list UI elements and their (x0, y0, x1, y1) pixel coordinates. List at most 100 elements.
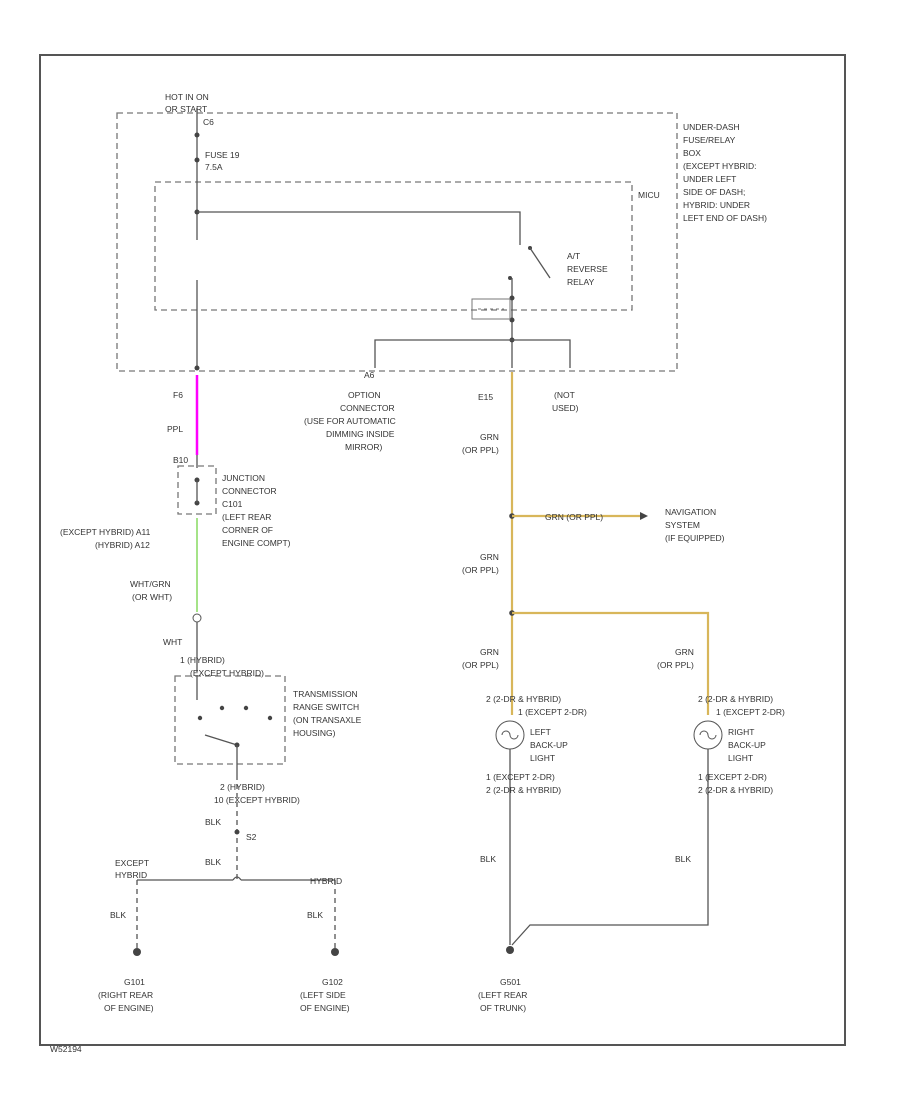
label-jc-5: CORNER OF (222, 525, 273, 535)
label-hybrid: HYBRID (310, 876, 342, 886)
not-used-wire (512, 339, 571, 368)
label-nav-1: NAVIGATION (665, 507, 716, 517)
labels: HOT IN ON OR START C6 FUSE 19 7.5A UNDER… (50, 92, 785, 1054)
transmission-range-switch-outline (174, 675, 286, 765)
option-connector-wire (374, 339, 512, 368)
label-or-ppl: (OR PPL) (657, 660, 694, 670)
label-jc-6: ENGINE COMPT) (222, 538, 291, 548)
label-f6: F6 (173, 390, 183, 400)
label-blk: BLK (675, 854, 691, 864)
label-option-1: OPTION (348, 390, 381, 400)
connector-pin (192, 613, 202, 623)
label-lamp-pin-top-1: 2 (2-DR & HYBRID) (486, 694, 561, 704)
label-lamp-pin-top-2: 1 (EXCEPT 2-DR) (518, 707, 587, 717)
label-pin2-hybrid: 2 (HYBRID) (220, 782, 265, 792)
label-micu: MICU (638, 190, 660, 200)
splice-s2 (234, 829, 240, 835)
label-except-hybrid-2: HYBRID (115, 870, 147, 880)
label-fuse-amp: 7.5A (205, 162, 223, 172)
label-wht: WHT (163, 637, 182, 647)
switch-contact (243, 705, 249, 711)
label-option-4: DIMMING INSIDE (326, 429, 395, 439)
diode-box (471, 298, 511, 320)
label-except-hybrid-1: EXCEPT (115, 858, 149, 868)
label-g102-3: OF ENGINE) (300, 1003, 350, 1013)
label-lamp-pin-bot-2: 2 (2-DR & HYBRID) (698, 785, 773, 795)
diagram-frame (39, 54, 846, 1046)
label-pin1-except: (EXCEPT HYBRID) (190, 668, 264, 678)
label-fuse: FUSE 19 (205, 150, 240, 160)
junction-dot (194, 157, 200, 163)
switch-contact (197, 715, 203, 721)
label-left-backup-2: BACK-UP (530, 740, 568, 750)
switch-contact (267, 715, 273, 721)
label-wht-grn: WHT/GRN (130, 579, 171, 589)
label-or-ppl: (OR PPL) (462, 445, 499, 455)
label-option-5: MIRROR) (345, 442, 382, 452)
label-lamp-pin-bot-1: 1 (EXCEPT 2-DR) (698, 772, 767, 782)
label-g102-2: (LEFT SIDE (300, 990, 346, 1000)
label-g101-3: OF ENGINE) (104, 1003, 154, 1013)
switch-arm (204, 734, 238, 746)
label-lamp-pin-bot-2: 2 (2-DR & HYBRID) (486, 785, 561, 795)
relay-coil-wire (197, 211, 521, 245)
lamp-filament (699, 730, 717, 740)
label-e15: E15 (478, 392, 493, 402)
label-option-3: (USE FOR AUTOMATIC (304, 416, 396, 426)
label-or-start: OR START (165, 104, 207, 114)
ground-g501-icon (506, 946, 514, 954)
ground-g101-icon (133, 948, 141, 956)
label-lamp-pin-bot-1: 1 (EXCEPT 2-DR) (486, 772, 555, 782)
label-relay-3: RELAY (567, 277, 595, 287)
label-s2: S2 (246, 832, 257, 842)
label-g101-1: G101 (124, 977, 145, 987)
label-b10: B10 (173, 455, 188, 465)
label-right-backup-2: BACK-UP (728, 740, 766, 750)
junction-dot (194, 132, 200, 138)
junction-connector-outline (177, 465, 217, 515)
label-box-6: SIDE OF DASH; (683, 187, 745, 197)
fuse-relay-box-outline (116, 112, 678, 372)
label-box-7: HYBRID: UNDER (683, 200, 750, 210)
label-or-ppl: (OR PPL) (462, 660, 499, 670)
label-relay-1: A/T (567, 251, 580, 261)
label-box-1: UNDER-DASH (683, 122, 740, 132)
wire-crossover (232, 876, 242, 881)
label-grn: GRN (480, 552, 499, 562)
lamp-filament (501, 730, 519, 740)
label-g501-2: (LEFT REAR (478, 990, 527, 1000)
label-or-wht: (OR WHT) (132, 592, 172, 602)
label-relay-2: REVERSE (567, 264, 608, 274)
switch-contact (219, 705, 225, 711)
label-trs-1: TRANSMISSION (293, 689, 358, 699)
label-trs-4: HOUSING) (293, 728, 336, 738)
arrow-right-icon (640, 512, 648, 520)
connector-f6-dot (194, 365, 200, 371)
label-box-8: LEFT END OF DASH) (683, 213, 767, 223)
label-grn: GRN (480, 647, 499, 657)
label-jc-1: JUNCTION (222, 473, 265, 483)
label-pin10-except: 10 (EXCEPT HYBRID) (214, 795, 300, 805)
label-option-2: CONNECTOR (340, 403, 395, 413)
label-hot-in-on: HOT IN ON (165, 92, 209, 102)
label-blk: BLK (480, 854, 496, 864)
label-left-backup-3: LIGHT (530, 753, 555, 763)
label-lamp-pin-top-1: 2 (2-DR & HYBRID) (698, 694, 773, 704)
label-jc-pin1: (EXCEPT HYBRID) A11 (60, 527, 151, 537)
right-lamp-ground-wire (511, 749, 709, 946)
junction-dot (509, 317, 515, 323)
label-g101-2: (RIGHT REAR (98, 990, 153, 1000)
label-pin1-hybrid: 1 (HYBRID) (180, 655, 225, 665)
label-jc-2: CONNECTOR (222, 486, 277, 496)
label-jc-4: (LEFT REAR (222, 512, 271, 522)
label-c6: C6 (203, 117, 214, 127)
ground-g102-icon (331, 948, 339, 956)
label-box-2: FUSE/RELAY (683, 135, 736, 145)
relay-contact-dot (508, 276, 512, 280)
label-right-backup-1: RIGHT (728, 727, 754, 737)
label-not-used-1: (NOT (554, 390, 575, 400)
label-grn-or-ppl: GRN (OR PPL) (545, 512, 603, 522)
figure-id: W52194 (50, 1044, 82, 1054)
label-blk: BLK (307, 910, 323, 920)
